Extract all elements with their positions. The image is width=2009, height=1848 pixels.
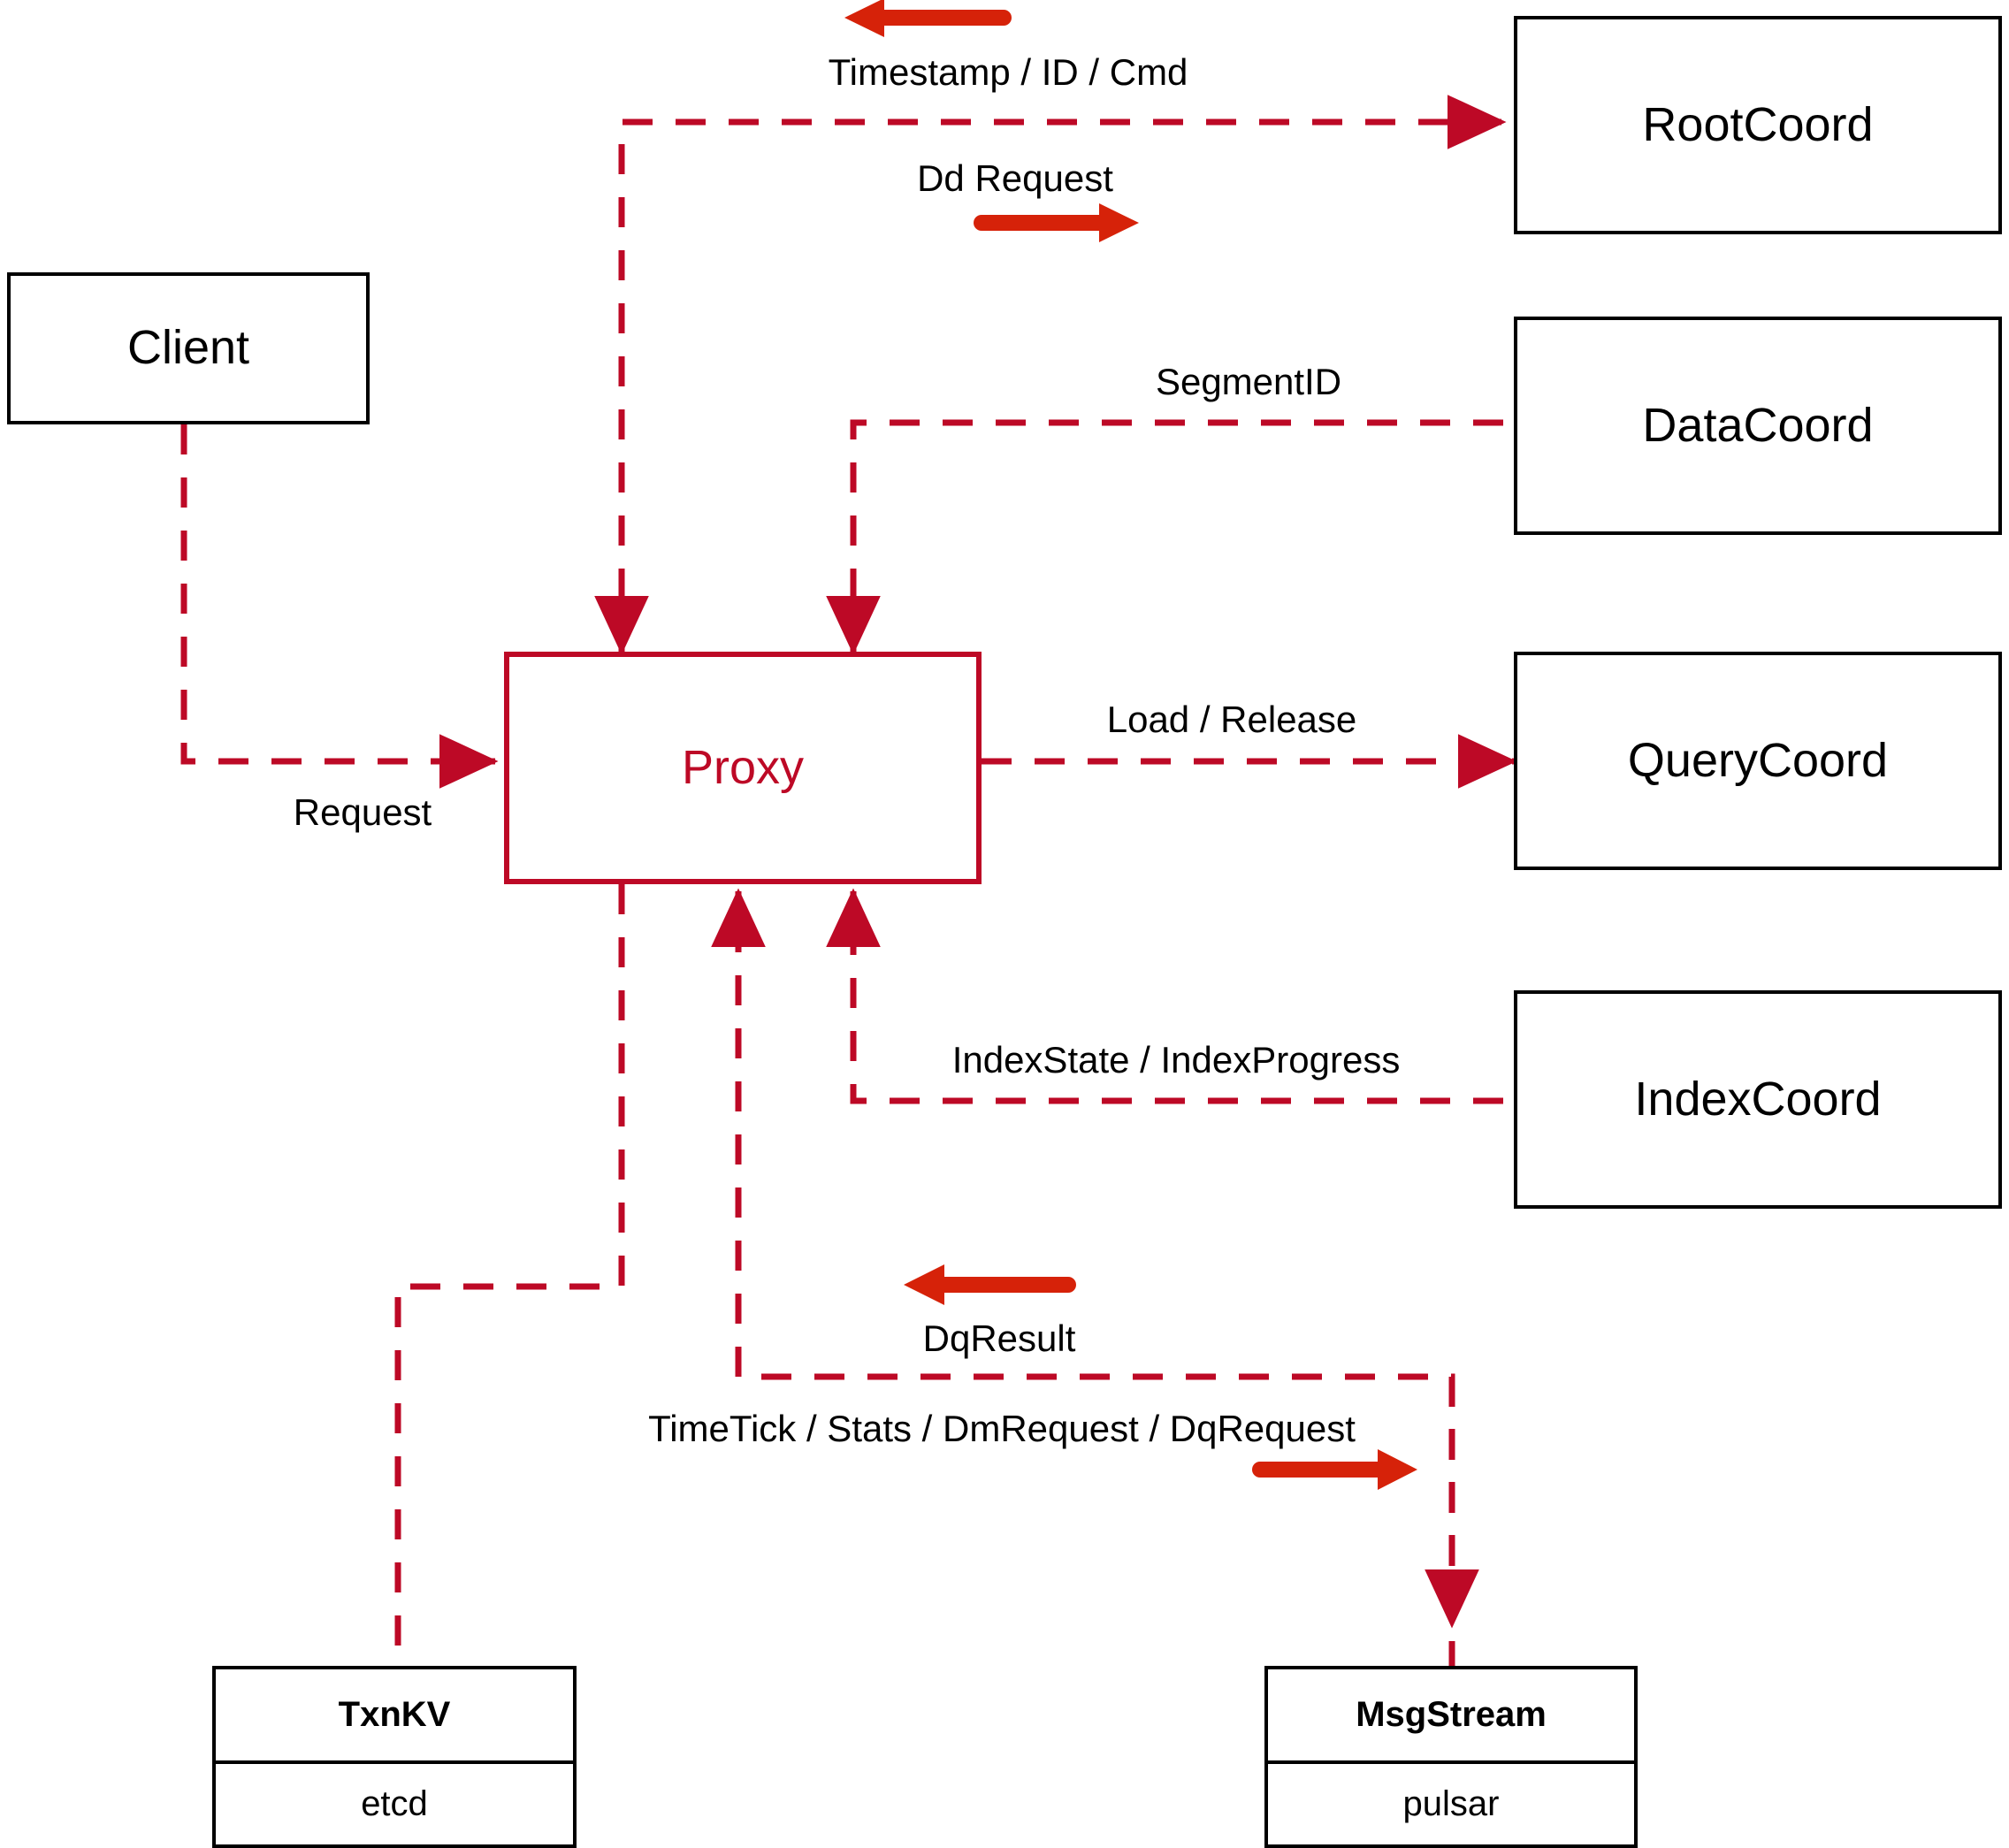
- node-txnkv-header: TxnKV: [216, 1669, 573, 1764]
- node-datacoord-label: DataCoord: [1642, 398, 1874, 452]
- node-indexcoord-label: IndexCoord: [1634, 1072, 1882, 1126]
- node-querycoord-label: QueryCoord: [1627, 733, 1889, 787]
- edge-label-dd-request: Dd Request: [917, 157, 1113, 199]
- node-txnkv[interactable]: TxnKV etcd: [212, 1666, 577, 1848]
- edge-label-dq-result: DqResult: [922, 1317, 1076, 1359]
- legend-arrow-dd-request-right: [974, 203, 1139, 242]
- edge-label-index-state-progress: IndexState / IndexProgress: [951, 1039, 1401, 1081]
- legend-arrow-timetick-right: [1252, 1449, 1417, 1490]
- node-txnkv-impl: etcd: [361, 1783, 428, 1823]
- edge-proxy-rootcoord: [594, 95, 1507, 655]
- edge-label-timetick-stats: TimeTick / Stats / DmRequest / DqRequest: [648, 1408, 1356, 1449]
- edge-proxy-txnkv: [394, 884, 625, 1666]
- edge-label-timestamp-id-cmd: Timestamp / ID / Cmd: [828, 51, 1188, 93]
- edge-client-proxy: [180, 424, 499, 789]
- node-msgstream-impl: pulsar: [1402, 1783, 1500, 1823]
- edge-label-load-release: Load / Release: [1106, 699, 1357, 740]
- legend-arrow-dqresult-left: [904, 1264, 1076, 1305]
- node-txnkv-body: etcd: [216, 1764, 573, 1844]
- edge-indexcoord-proxy: [826, 888, 1503, 1104]
- node-client-label: Client: [126, 321, 250, 375]
- node-msgstream-header: MsgStream: [1268, 1669, 1634, 1764]
- edge-msgstream-proxy: [711, 888, 1479, 1671]
- node-datacoord[interactable]: DataCoord: [1514, 317, 2002, 535]
- node-txnkv-title: TxnKV: [338, 1694, 451, 1734]
- node-rootcoord[interactable]: RootCoord: [1514, 16, 2002, 234]
- edge-label-segment-id: SegmentID: [1155, 361, 1342, 402]
- edge-datacoord-proxy: [826, 419, 1503, 655]
- node-rootcoord-label: RootCoord: [1642, 97, 1874, 151]
- edge-label-request: Request: [293, 791, 432, 833]
- node-querycoord[interactable]: QueryCoord: [1514, 652, 2002, 870]
- node-proxy[interactable]: Proxy: [504, 652, 982, 884]
- node-msgstream-title: MsgStream: [1356, 1694, 1547, 1734]
- node-indexcoord[interactable]: IndexCoord: [1514, 990, 2002, 1209]
- legend-arrow-timestamp-left: [844, 0, 1012, 37]
- node-client[interactable]: Client: [7, 272, 370, 424]
- node-msgstream-body: pulsar: [1268, 1764, 1634, 1844]
- node-msgstream[interactable]: MsgStream pulsar: [1264, 1666, 1638, 1848]
- node-proxy-label: Proxy: [681, 740, 805, 794]
